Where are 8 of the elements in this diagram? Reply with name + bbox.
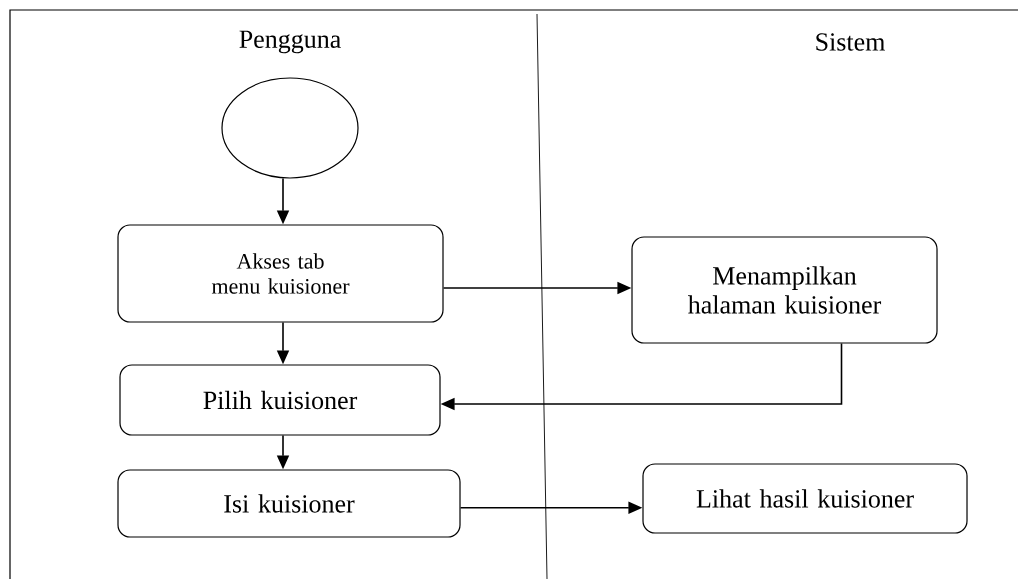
- activity-box: Pilih kuisioner: [119, 364, 441, 436]
- activity-box: Menampilkan halaman kuisioner: [631, 236, 938, 344]
- activity-box: Isi kuisioner: [117, 469, 461, 538]
- lane-heading: Sistem: [816, 33, 885, 51]
- activity-box: Akses tab menu kuisioner: [117, 224, 444, 323]
- start-node: [221, 77, 359, 179]
- activity-box: Lihat hasil kuisioner: [642, 463, 968, 534]
- lane-heading: Pengguna: [239, 30, 341, 54]
